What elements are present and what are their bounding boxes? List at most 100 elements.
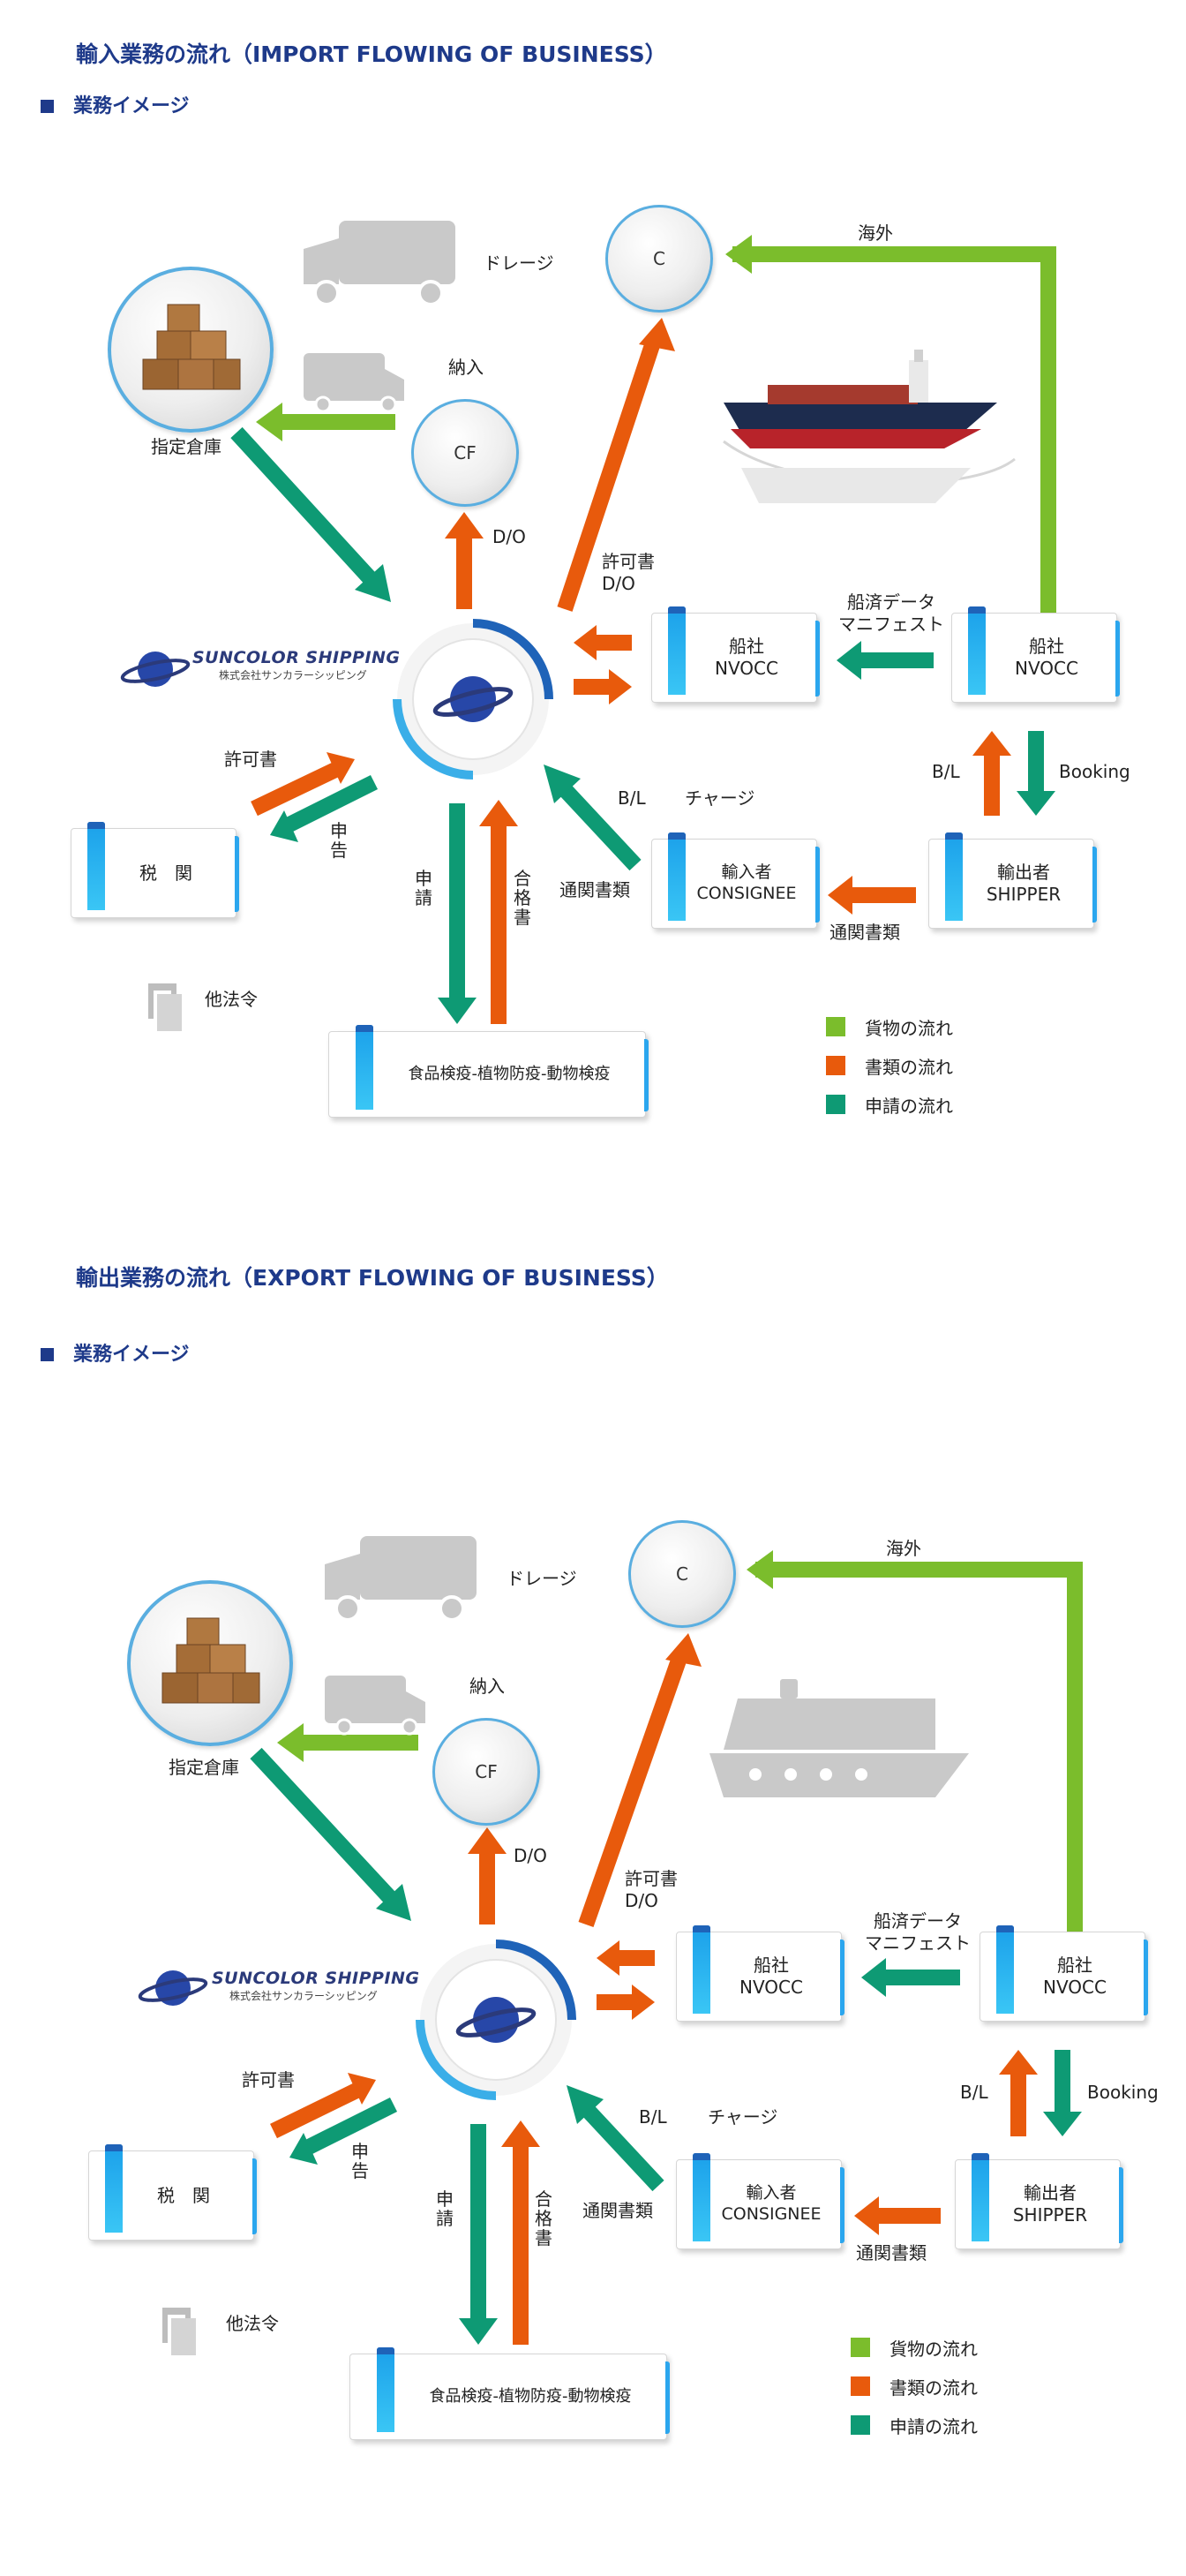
section-title: 輸出業務の流れ（EXPORT FLOWING OF BUSINESS） [76,1265,669,1291]
legend-swatch [851,2338,870,2357]
inspection-box: 食品検疫-植物防疫-動物検疫 [328,1025,649,1118]
boxes-icon [161,1617,260,1704]
box-edge [1144,1940,1148,2015]
booking-label: Booking [1087,2082,1159,2103]
warehouse-label: 指定倉庫 [151,436,221,457]
subtitle-text: 業務イメージ [73,1344,190,1366]
box-tab [668,606,686,695]
box-edge [235,836,239,912]
cruise-ship-icon [709,1679,969,1797]
nvocc-right-text: 船社 NVOCC [1015,636,1078,679]
box-edge [665,2361,670,2434]
warehouse-circle [127,1580,293,1746]
center-ring [416,1940,576,2100]
box-tab [972,2153,989,2241]
legend-swatch [826,1095,845,1114]
inspection-text: 食品検疫-植物防疫-動物検疫 [408,1064,611,1083]
other-law-icon [148,983,182,1031]
other-law-icon [162,2308,196,2355]
permit-do-label: 許可書 D/O [625,1868,678,1911]
logo-name: SUNCOLOR SHIPPING [192,648,401,667]
cf-circle: CF [411,399,519,507]
container-ship-icon [723,350,1016,503]
bullet-square-icon [41,1348,54,1361]
declare-label: 申 告 [351,2141,369,2181]
warehouse-circle [108,267,274,433]
bl-right-label: B/L [960,2082,988,2103]
center-ring [393,619,553,780]
customs-text: 税 関 [157,2184,210,2206]
permit-label: 許可書 [242,2069,295,2090]
legend-item: 書類の流れ [826,1052,953,1079]
box-tab [87,822,105,910]
legend-swatch [851,2415,870,2435]
permit-do-label: 許可書 D/O [602,551,655,594]
drayage-label: ドレージ [484,252,554,274]
cf-circle: CF [432,1718,540,1826]
legend-label: 申請の流れ [865,1095,953,1117]
legend-item: 申請の流れ [826,1091,953,1118]
box-tab [693,1925,710,2014]
suncolor-logo: SUNCOLOR SHIPPING 株式会社サンカラーシッピング [212,1969,420,2003]
inspection-box: 食品検疫-植物防疫-動物検疫 [349,2347,670,2440]
do-label: D/O [514,1845,547,1866]
legend-label: 申請の流れ [890,2415,978,2437]
bl-label: B/L [639,2106,667,2128]
pass-label: 合 格 書 [514,868,531,928]
suncolor-logo-icon [138,1970,208,2006]
declare-label: 申 告 [330,820,348,861]
suncolor-logo: SUNCOLOR SHIPPING 株式会社サンカラーシッピング [192,648,401,682]
nvocc-right-box: 船社 NVOCC [980,1925,1148,2022]
legend-swatch [826,1017,845,1036]
drayage-truck-icon [304,221,455,306]
inspection-text: 食品検疫-植物防疫-動物検疫 [429,2386,632,2406]
box-edge [1115,621,1120,697]
charge-label: チャージ [685,787,755,809]
consignee-text: 輸入者 CONSIGNEE [721,2183,822,2224]
box-tab [105,2144,123,2233]
legend-label: 書類の流れ [890,2376,978,2399]
box-tab [693,2153,710,2241]
nvocc-right-text: 船社 NVOCC [1043,1955,1107,1998]
section-subtitle: 業務イメージ [41,1338,190,1367]
c-circle: C [605,205,713,313]
shipper-text: 輸出者 SHIPPER [1012,2182,1088,2226]
box-tab [356,1025,373,1110]
consignee-box: 輸入者 CONSIGNEE [676,2153,844,2249]
logo-subname: 株式会社サンカラーシッピング [229,1990,378,2002]
box-edge [252,2158,257,2234]
delivery-van-icon [325,1676,425,1736]
customs-docs-bottom-label: 通関書類 [856,2242,927,2263]
charge-label: チャージ [708,2106,778,2128]
shipper-box: 輸出者 SHIPPER [955,2153,1123,2249]
consignee-text: 輸入者 CONSIGNEE [696,862,797,903]
do-label: D/O [492,526,526,547]
delivery-van-icon [304,353,404,413]
box-edge [840,1940,844,2015]
manifest-label: 船済データ マニフェスト [865,1910,971,1954]
box-edge [1092,847,1097,923]
overseas-arrowhead [725,235,752,274]
legend-swatch [851,2376,870,2396]
manifest-label: 船済データ マニフェスト [838,591,944,635]
box-edge [644,1039,649,1111]
nvocc-mid-text: 船社 NVOCC [739,1955,803,1998]
customs-docs-bottom-label: 通関書類 [829,922,900,943]
box-tab [668,832,686,921]
permit-label: 許可書 [224,749,277,770]
logo-name: SUNCOLOR SHIPPING [212,1969,420,1988]
legend-item: 貨物の流れ [851,2334,978,2361]
nvocc-right-box: 船社 NVOCC [951,606,1120,703]
boxes-icon [142,304,241,390]
logo-subname: 株式会社サンカラーシッピング [219,669,367,682]
box-edge [815,621,820,697]
booking-label: Booking [1059,761,1130,782]
customs-box: 税 関 [71,822,239,918]
customs-docs-left-label: 通関書類 [582,2200,653,2221]
import-flow-arrows [120,221,1056,1031]
legend-label: 貨物の流れ [865,1017,953,1039]
box-tab [996,1925,1014,2014]
box-edge [1119,2167,1123,2243]
subtitle-text: 業務イメージ [73,95,190,117]
shipper-box: 輸出者 SHIPPER [928,832,1097,929]
